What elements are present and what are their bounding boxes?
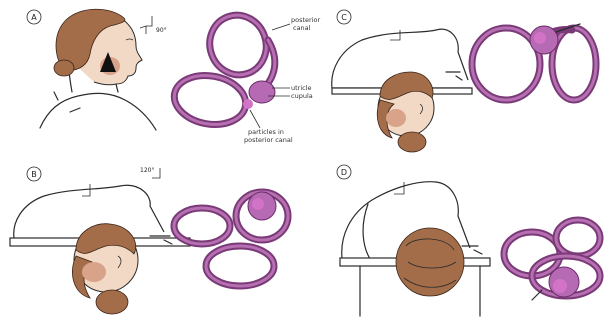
- panel-a: A 90°: [27, 7, 320, 144]
- panel-b: B 120°: [10, 167, 288, 314]
- patient-supine-b: [10, 184, 190, 314]
- label-posterior: posterior: [291, 16, 320, 24]
- panel-b-letter: B: [31, 170, 37, 179]
- particles-a: [243, 99, 253, 109]
- hair-bun: [54, 60, 74, 76]
- particles-c: [534, 32, 546, 44]
- panel-a-letter: A: [31, 13, 37, 22]
- labyrinth-d: [504, 220, 600, 300]
- patient-supine-c: [332, 29, 472, 152]
- angle-label-b: 120°: [140, 167, 154, 174]
- head-back-d: [396, 228, 464, 296]
- utricle-shape: [249, 81, 275, 103]
- panel-c: C: [332, 10, 596, 152]
- label-canal: canal: [293, 24, 311, 32]
- labyrinth-b: [174, 192, 288, 286]
- label-cupula: cupula: [291, 92, 313, 100]
- angle-label-a: 90°: [156, 27, 167, 34]
- particles-d: [553, 279, 567, 293]
- patient-seated: 90°: [40, 9, 167, 130]
- particles-b: [252, 198, 264, 210]
- panel-d: D: [337, 165, 600, 316]
- panel-d-letter: D: [341, 168, 347, 177]
- label-particles-line2: posterior canal: [244, 136, 293, 144]
- patient-side-d: [340, 182, 490, 316]
- panel-c-letter: C: [341, 13, 347, 22]
- label-utricle: utricle: [291, 84, 312, 92]
- labyrinth-c: [472, 24, 596, 100]
- label-particles-line1: particles in: [248, 128, 284, 136]
- angle-marker-a: [146, 16, 152, 26]
- labyrinth-a: posterior canal utricle cupula particles…: [170, 7, 320, 144]
